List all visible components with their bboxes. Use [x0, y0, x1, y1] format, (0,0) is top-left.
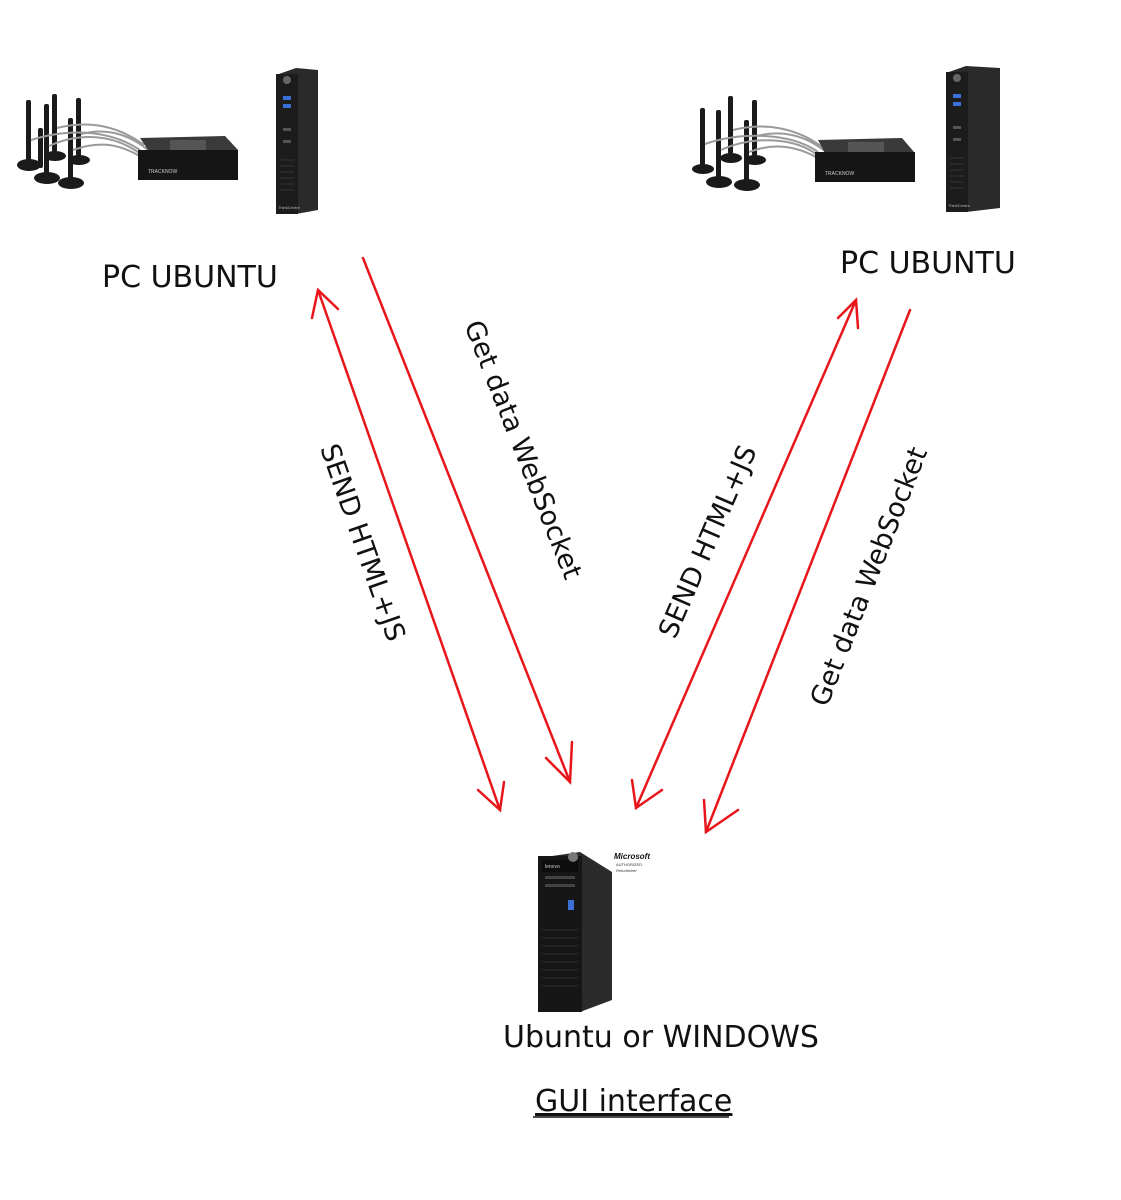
microsoft-text: Microsoft [614, 852, 650, 861]
mini-pc-icon: ThinkCentre [276, 68, 318, 214]
receiver-box-icon: TRACKNOW [138, 136, 238, 180]
antenna-array-icon [692, 96, 827, 191]
receiver-brand-text: TRACKNOW [148, 169, 177, 175]
right-device-cluster: TRACKNOW ThinkCentre [692, 66, 1000, 212]
antenna-array-icon [17, 94, 149, 189]
right-pc-label: PC UBUNTU [840, 246, 1016, 281]
desktop-tower-icon: lenovo [538, 852, 612, 1012]
refurbisher-text: Refurbisher [616, 868, 637, 873]
thinkcentre-text: ThinkCentre [278, 205, 301, 210]
arrow-right-send [630, 297, 860, 811]
right-send-label: SEND HTML+JS [653, 441, 764, 643]
receiver-box-icon: TRACKNOW [815, 138, 915, 182]
mini-pc-icon: ThinkCentre [946, 66, 1000, 212]
right-get-label: Get data WebSocket [805, 443, 934, 711]
receiver-brand-text: TRACKNOW [825, 171, 854, 177]
left-send-label: SEND HTML+JS [313, 440, 411, 645]
bottom-pc-label: Ubuntu or WINDOWS [503, 1020, 819, 1055]
left-device-cluster: TRACKNOW ThinkCentre [17, 68, 318, 214]
bottom-device: lenovo Microsoft AUTHORIZED Refurbisher [538, 852, 650, 1012]
thinkcentre-text: ThinkCentre [948, 203, 971, 208]
authorized-text: AUTHORIZED [616, 862, 642, 867]
microsoft-authorized-logo: Microsoft AUTHORIZED Refurbisher [614, 852, 650, 873]
lenovo-text: lenovo [545, 864, 560, 870]
gui-interface-label: GUI interface [535, 1084, 732, 1119]
arrow-left-send [310, 287, 506, 813]
arrow-right-get [702, 308, 912, 835]
arrow-left-get [361, 256, 574, 785]
left-pc-label: PC UBUNTU [102, 260, 278, 295]
